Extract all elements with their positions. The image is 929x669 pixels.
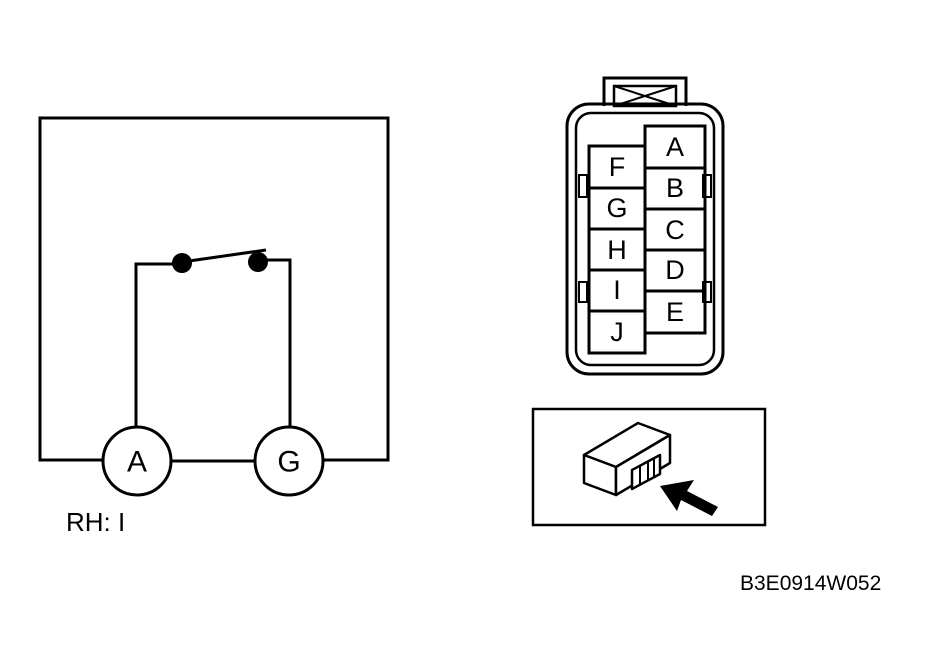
switch-contact-right xyxy=(248,252,268,272)
right-switch-wire xyxy=(258,258,292,427)
pin-label-e: E xyxy=(666,297,684,327)
pin-label-f: F xyxy=(609,152,626,182)
pin-label-g: G xyxy=(606,193,627,223)
terminal-a-label: A xyxy=(127,446,147,479)
reference-code: B3E0914W052 xyxy=(740,572,882,595)
terminal-a: A xyxy=(101,425,173,497)
rh-note: RH: I xyxy=(66,507,126,537)
pin-label-d: D xyxy=(665,255,685,285)
connector-housing-outer xyxy=(565,102,725,376)
connector-latch xyxy=(602,76,688,106)
left-switch-wire xyxy=(134,262,182,427)
switch-contact-left xyxy=(172,253,192,273)
pin-label-j: J xyxy=(610,317,624,347)
switch-blade xyxy=(181,248,267,264)
connector-face xyxy=(565,76,725,376)
terminal-g: G xyxy=(253,425,325,497)
component-inset xyxy=(531,407,767,527)
pin-label-h: H xyxy=(607,235,627,265)
pin-label-c: C xyxy=(665,215,685,245)
module-icon xyxy=(582,421,672,497)
connector-housing-inner xyxy=(574,111,716,367)
arrow-icon xyxy=(660,480,718,516)
circuit-schematic xyxy=(38,116,390,463)
pin-label-b: B xyxy=(666,173,684,203)
terminal-g-label: G xyxy=(277,446,300,479)
pin-label-i: I xyxy=(613,275,621,305)
pin-label-a: A xyxy=(666,132,684,162)
pin-column-left xyxy=(587,144,647,355)
outer-wire xyxy=(38,116,390,462)
